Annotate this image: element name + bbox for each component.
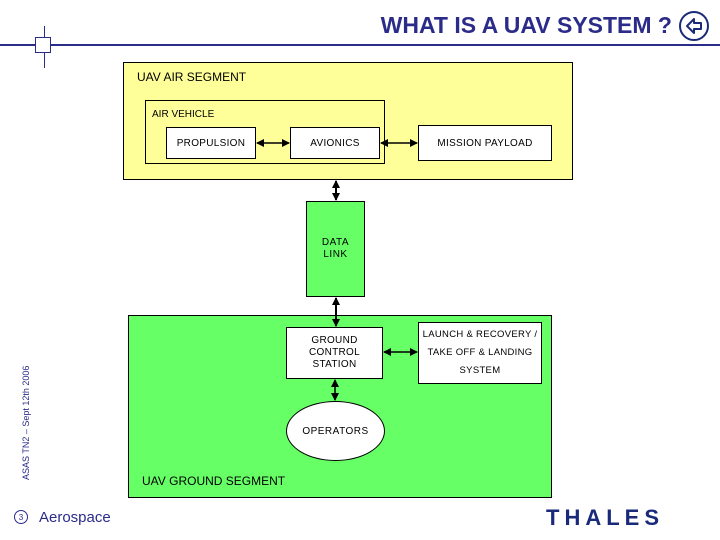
air-vehicle-label: AIR VEHICLE [152, 109, 215, 120]
launch-line2: TAKE OFF & LANDING [427, 347, 533, 358]
data-link-line2: LINK [323, 249, 348, 260]
avionics-box: AVIONICS [290, 127, 380, 159]
air-segment-label: UAV AIR SEGMENT [137, 70, 247, 84]
ground-control-station-box: GROUND CONTROL STATION [286, 327, 383, 379]
back-arrow-icon [686, 18, 702, 34]
launch-line1: LAUNCH & RECOVERY / [422, 329, 538, 340]
header-rule [0, 44, 720, 46]
ground-segment-label: UAV GROUND SEGMENT [142, 474, 286, 488]
decorative-crosshair-box [35, 37, 51, 53]
division-label: Aerospace [39, 509, 111, 526]
operators-ellipse: OPERATORS [286, 401, 385, 461]
page-number: 3 [14, 510, 28, 524]
side-footer-text: ASAS TN2 – Sept 12th 2006 [21, 365, 31, 480]
page-title: WHAT IS A UAV SYSTEM ? [380, 12, 672, 38]
data-link-box: DATA LINK [306, 201, 365, 297]
back-button[interactable] [679, 11, 709, 41]
propulsion-box: PROPULSION [166, 127, 256, 159]
thales-logo: THALES [546, 505, 664, 530]
mission-payload-box: MISSION PAYLOAD [418, 125, 552, 161]
data-link-line1: DATA [321, 237, 350, 248]
launch-line3: SYSTEM [459, 365, 501, 376]
launch-recovery-box: LAUNCH & RECOVERY / TAKE OFF & LANDING S… [418, 322, 542, 384]
